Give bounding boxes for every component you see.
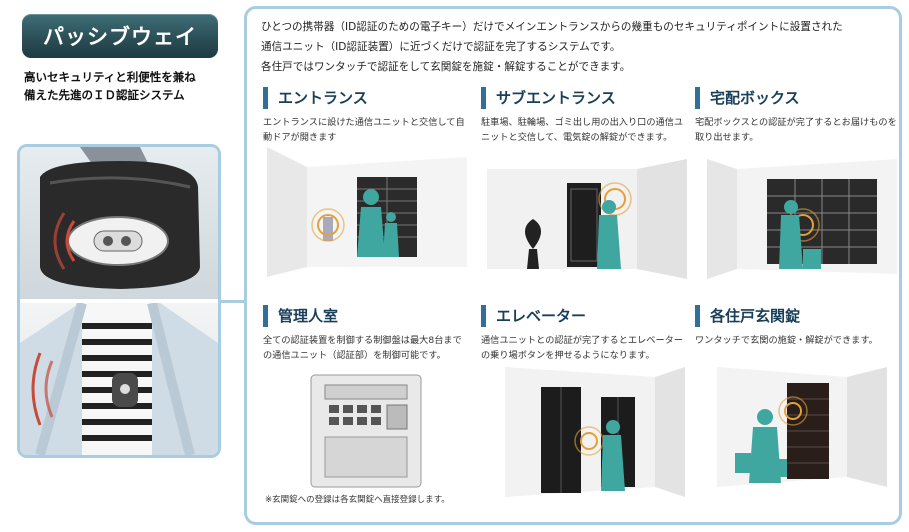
- intro-line-3: 各住戸ではワンタッチで認証をして玄関錠を施錠・解錠することができます。: [261, 61, 631, 73]
- feature-title: 管理人室: [263, 305, 468, 327]
- intro-text: ひとつの携帯器（ID認証のための電子キー）だけでメインエントランスからの幾重もの…: [261, 17, 891, 77]
- frame-connector: [221, 300, 245, 303]
- feature-desc: ワンタッチで玄関の施錠・解錠ができます。: [695, 335, 878, 346]
- feature-title: 各住戸玄関錠: [695, 305, 900, 327]
- feature-title: エントランス: [263, 87, 468, 109]
- feature-desc: エントランスに設けた通信ユニットと交信して自動ドアが開きます: [263, 117, 465, 143]
- feature-title: エレベーター: [481, 305, 686, 327]
- intro-line-2: 通信ユニット（ID認証装置）に近づくだけで認証を完了するシステムです。: [261, 41, 621, 53]
- key-usage-photo-frame: [17, 144, 221, 458]
- feature-entrance: エントランス エントランスに設けた通信ユニットと交信して自動ドアが開きます: [263, 87, 468, 145]
- feature-sub-entrance: サブエントランス 駐車場、駐輪場、ゴミ出し用の出入り口の通信ユニットと交信して、…: [481, 87, 686, 145]
- feature-desc: 全ての認証装置を制御する制御盤は最大8台までの通信ユニット（認証部）を制御可能で…: [263, 335, 462, 361]
- feature-unit-door-lock: 各住戸玄関錠 ワンタッチで玄関の施錠・解錠ができます。: [695, 305, 900, 348]
- feature-delivery-box: 宅配ボックス 宅配ボックスとの認証が完了するとお届けものを取り出せます。: [695, 87, 900, 145]
- door-lock-illustration: [717, 367, 887, 487]
- brand-name: パッシブウェイ: [43, 25, 197, 49]
- feature-manager-room: 管理人室 全ての認証装置を制御する制御盤は最大8台までの通信ユニット（認証部）を…: [263, 305, 468, 363]
- feature-elevator: エレベーター 通信ユニットとの認証が完了するとエレベーターの乗り場ボタンを押せる…: [481, 305, 686, 363]
- intro-line-1: ひとつの携帯器（ID認証のための電子キー）だけでメインエントランスからの幾重もの…: [261, 21, 843, 33]
- control-panel-illustration: [310, 374, 422, 488]
- features-panel: ひとつの携帯器（ID認証のための電子キー）だけでメインエントランスからの幾重もの…: [244, 6, 902, 525]
- elevator-illustration: [505, 367, 685, 497]
- bag-photo: [20, 147, 218, 299]
- tagline-line-2: 備えた先進のＩＤ認証システム: [24, 88, 185, 102]
- tagline-line-1: 高いセキュリティと利便性を兼ね: [24, 70, 196, 84]
- feature-title: サブエントランス: [481, 87, 686, 109]
- sub-entrance-illustration: [487, 159, 687, 279]
- delivery-box-illustration: [707, 159, 897, 279]
- footnote: ※玄関錠への登録は各玄関錠へ直接登録します。: [265, 495, 450, 505]
- feature-desc: 宅配ボックスとの認証が完了するとお届けものを取り出せます。: [695, 117, 897, 143]
- tagline: 高いセキュリティと利便性を兼ね 備えた先進のＩＤ認証システム: [24, 68, 234, 104]
- feature-desc: 駐車場、駐輪場、ゴミ出し用の出入り口の通信ユニットと交信して、電気錠の解錠ができ…: [481, 117, 684, 143]
- entrance-illustration: [267, 147, 467, 277]
- feature-desc: 通信ユニットとの認証が完了するとエレベーターの乗り場ボタンを押せるようになります…: [481, 335, 684, 361]
- brand-badge: パッシブウェイ: [22, 14, 218, 58]
- lanyard-photo: [20, 303, 218, 455]
- feature-title: 宅配ボックス: [695, 87, 900, 109]
